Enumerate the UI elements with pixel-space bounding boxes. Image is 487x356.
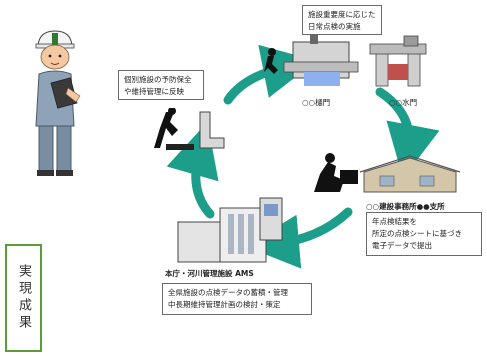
daily-inspection-line2: 日常点検の実施 <box>308 22 361 31</box>
sluice-gate-illustration <box>264 34 427 87</box>
hq-result-callout: 全県施設の点検データの蓄積・管理 中長期維持管理計画の検討・策定 <box>162 283 312 315</box>
result-box: 実現成果 <box>5 244 42 352</box>
sluice-label: ○○樋門 <box>302 98 331 107</box>
arrow-bottom <box>245 207 353 269</box>
hq-result-line1: 全県施設の点検データの蓄積・管理 <box>168 288 288 297</box>
daily-inspection-callout: 施設重要度に応じた 日常点検の実施 <box>302 5 382 35</box>
construction-office-illustration <box>314 153 461 193</box>
preventive-line2: や維持管理に反映 <box>124 87 184 96</box>
preventive-maintenance-callout: 個別施設の予防保全 や維持管理に反映 <box>118 70 204 100</box>
worker-figure <box>35 30 81 176</box>
office-result-callout: 年点検結果を 所定の点検シートに基づき 電子データで提出 <box>366 212 482 256</box>
arrow-left <box>166 122 219 219</box>
hq-result-line2: 中長期維持管理計画の検討・策定 <box>168 300 281 309</box>
daily-inspection-line1: 施設重要度に応じた <box>308 10 376 19</box>
arrow-top <box>223 44 317 105</box>
headquarters-building-illustration <box>177 197 283 263</box>
office-result-line2: 所定の点検シートに基づき <box>372 229 462 238</box>
arrow-right <box>375 87 440 179</box>
office-label: ○○建設事務所●●支所 <box>366 202 445 211</box>
preventive-line1: 個別施設の予防保全 <box>124 75 192 84</box>
office-result-line3: 電子データで提出 <box>372 241 432 250</box>
gate-label: ○○水門 <box>389 98 418 107</box>
office-result-line1: 年点検結果を <box>372 217 417 226</box>
result-box-text: 実現成果 <box>16 264 31 332</box>
maintenance-worker-illustration <box>154 108 225 150</box>
hq-label: 本庁・河川管理施設 AMS <box>165 269 254 278</box>
